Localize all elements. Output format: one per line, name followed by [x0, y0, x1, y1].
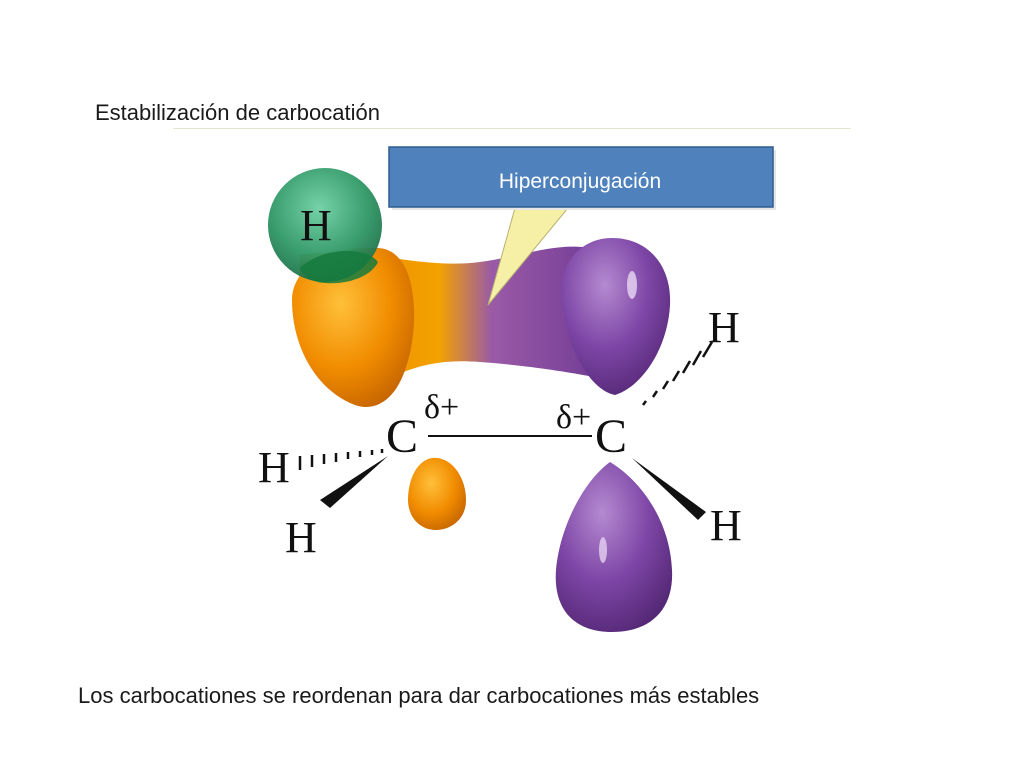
atom-c-right: C — [595, 410, 627, 463]
atom-h-top-right: H — [708, 303, 740, 352]
sphere-overlap-shade — [300, 250, 378, 284]
slide-footer-text: Los carbocationes se reordenan para dar … — [78, 683, 760, 708]
wedge-bond-right — [632, 458, 706, 520]
atom-c-left: C — [386, 410, 418, 463]
purple-upper-lobe — [561, 238, 671, 395]
atom-h-bottom-left: H — [285, 513, 317, 562]
partial-charge-right: δ+ — [556, 399, 591, 436]
purple-lower-highlight — [599, 537, 607, 563]
partial-charge-left: δ+ — [424, 389, 459, 426]
slide-title: Estabilización de carbocatión — [95, 100, 380, 125]
orange-orbital-lobe — [292, 247, 415, 407]
purple-highlight — [627, 271, 637, 299]
wedge-bond-left — [320, 456, 388, 508]
hashed-bond-left — [298, 449, 384, 470]
atom-h-top-left: H — [300, 201, 332, 250]
hashed-bond-right — [642, 341, 714, 406]
orange-lower-lobe — [408, 457, 466, 530]
atom-h-left: H — [258, 443, 290, 492]
callout-label: Hiperconjugación — [499, 170, 661, 193]
title-underline — [173, 128, 851, 129]
purple-lower-lobe — [555, 462, 673, 632]
callout-box — [388, 146, 774, 208]
atom-h-bottom-right: H — [710, 501, 742, 550]
